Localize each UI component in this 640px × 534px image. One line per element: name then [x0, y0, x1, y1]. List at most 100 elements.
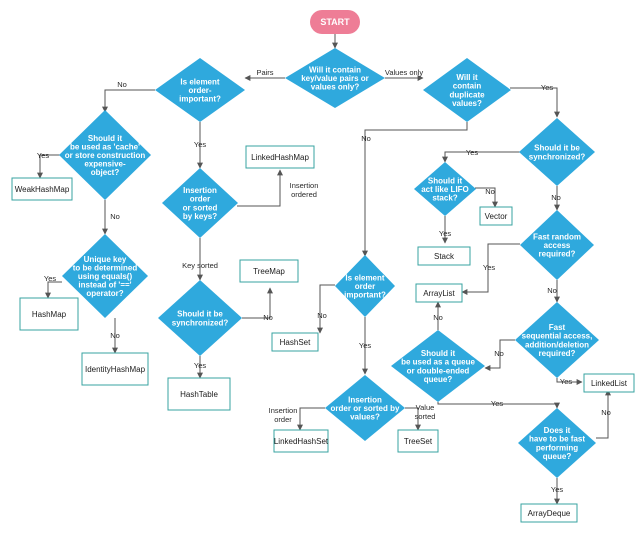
decision-text-line: Insertion: [183, 186, 217, 195]
box-label: HashSet: [280, 338, 311, 347]
decision-text-line: order or sorted by: [331, 404, 400, 413]
connector-lifo-no-to-vector: [475, 187, 498, 208]
box-arraydeque: ArrayDeque: [520, 503, 578, 523]
decision-text-line: to be determined: [73, 263, 138, 272]
decision-diamond: [520, 210, 594, 280]
decision-diamond: [335, 255, 395, 317]
decision-text-line: Will it: [456, 73, 478, 82]
decision-text-line: or sorted: [183, 203, 218, 212]
label-dupes-no: No: [361, 134, 371, 143]
decision-text-line: Should it be: [177, 310, 223, 319]
decision-text-line: using equals(): [78, 272, 133, 281]
label-fastqueue-yes: Yes: [551, 485, 563, 494]
label-elemorder-yes: Yes: [359, 341, 371, 350]
decision-text-line: queue?: [543, 452, 572, 461]
label-syncmap-yes: Yes: [194, 361, 206, 370]
decision-text-line: be used as 'cache': [70, 142, 140, 151]
decision-text-line: order-: [188, 86, 211, 95]
box-label: ArrayList: [423, 289, 455, 298]
decision-text-line: required?: [539, 250, 576, 259]
label-value-sorted-2: sorted: [415, 412, 436, 421]
box-treemap: TreeMap: [239, 259, 299, 283]
label-seq-yes: Yes: [560, 377, 572, 386]
label-random-no: No: [547, 286, 557, 295]
label-key-sorted: Key sorted: [182, 261, 218, 270]
decision-text-line: by keys?: [183, 212, 217, 221]
decision-diamond: [515, 302, 599, 378]
box-frame: [167, 377, 231, 411]
label-syncmap-no: No: [263, 313, 273, 322]
box-label: TreeSet: [404, 437, 433, 446]
connector-random-yes-to-arraylist: [461, 243, 520, 295]
start-node: START: [310, 10, 360, 34]
box-label: Vector: [485, 212, 508, 221]
decision-text-line: act like LIFO: [421, 185, 469, 194]
box-label: LinkedHashSet: [274, 437, 329, 446]
connector-cache-yes-to-weakhashmap: [37, 154, 60, 179]
box-treeset: TreeSet: [397, 429, 439, 453]
label-random-yes: Yes: [483, 263, 495, 272]
label-queue-no: No: [433, 313, 443, 322]
connector-seq-no-to-queue: [484, 339, 515, 371]
connector-sync-yes-to-lifo: [442, 151, 520, 163]
decision-text-line: have to be fast: [529, 435, 585, 444]
label-sync-no: No: [551, 193, 561, 202]
decision-text-line: Fast random: [533, 232, 581, 241]
connector-seq-yes-to-linkedlist: [556, 378, 583, 385]
decision-diamond: [162, 168, 238, 238]
connectors: [37, 34, 611, 505]
label-order-yes: Yes: [194, 140, 206, 149]
box-frame: [397, 429, 439, 453]
label-insertion-order-set-1: Insertion: [269, 406, 298, 415]
box-linkedlist: LinkedList: [583, 373, 635, 393]
decision-text-line: Is element: [345, 273, 384, 282]
label-fastqueue-no: No: [601, 408, 611, 417]
decision-diamond: [391, 330, 485, 402]
connector-setorder-to-treeset: [405, 407, 421, 431]
decision-text-line: order: [355, 282, 375, 291]
decision-text-line: synchronized?: [529, 152, 586, 161]
decision-text-line: synchronized?: [172, 318, 229, 327]
decision-text-line: or double-ended: [407, 366, 470, 375]
box-frame: [245, 145, 315, 169]
box-weakhashmap: WeakHashMap: [11, 177, 73, 201]
box-hashmap: HashMap: [19, 297, 79, 331]
box-label: HashMap: [32, 310, 67, 319]
connector-setorder-to-linkedhashset: [297, 407, 325, 431]
box-frame: [19, 297, 79, 331]
label-value-sorted-1: Value: [416, 403, 435, 412]
box-frame: [81, 352, 149, 386]
box-label: WeakHashMap: [15, 185, 70, 194]
connector-dupes-no-to-elemorder: [362, 122, 468, 257]
decision-text-line: Should it be: [534, 144, 580, 153]
decision-text-line: Fast: [549, 323, 566, 332]
decision-diamond: [59, 110, 151, 200]
decision-text-line: Unique key: [84, 255, 127, 264]
decision-text-line: sequential access,: [522, 332, 593, 341]
box-frame: [583, 373, 635, 393]
connector-order-no-to-cache: [102, 89, 155, 113]
label-pairs: Pairs: [256, 68, 273, 77]
decision-text-line: Should it: [88, 134, 123, 143]
box-linkedhashset: LinkedHashSet: [273, 429, 329, 453]
connector-dupes-yes-to-sync: [510, 87, 560, 118]
decision-text-line: required?: [539, 349, 576, 358]
decision-text-line: operator?: [86, 289, 123, 298]
decision-text-line: performing: [536, 443, 578, 452]
decision-diamond: [519, 118, 595, 186]
box-frame: [520, 503, 578, 523]
label-insertion-order-set-2: order: [274, 415, 292, 424]
label-seq-no: No: [494, 349, 504, 358]
